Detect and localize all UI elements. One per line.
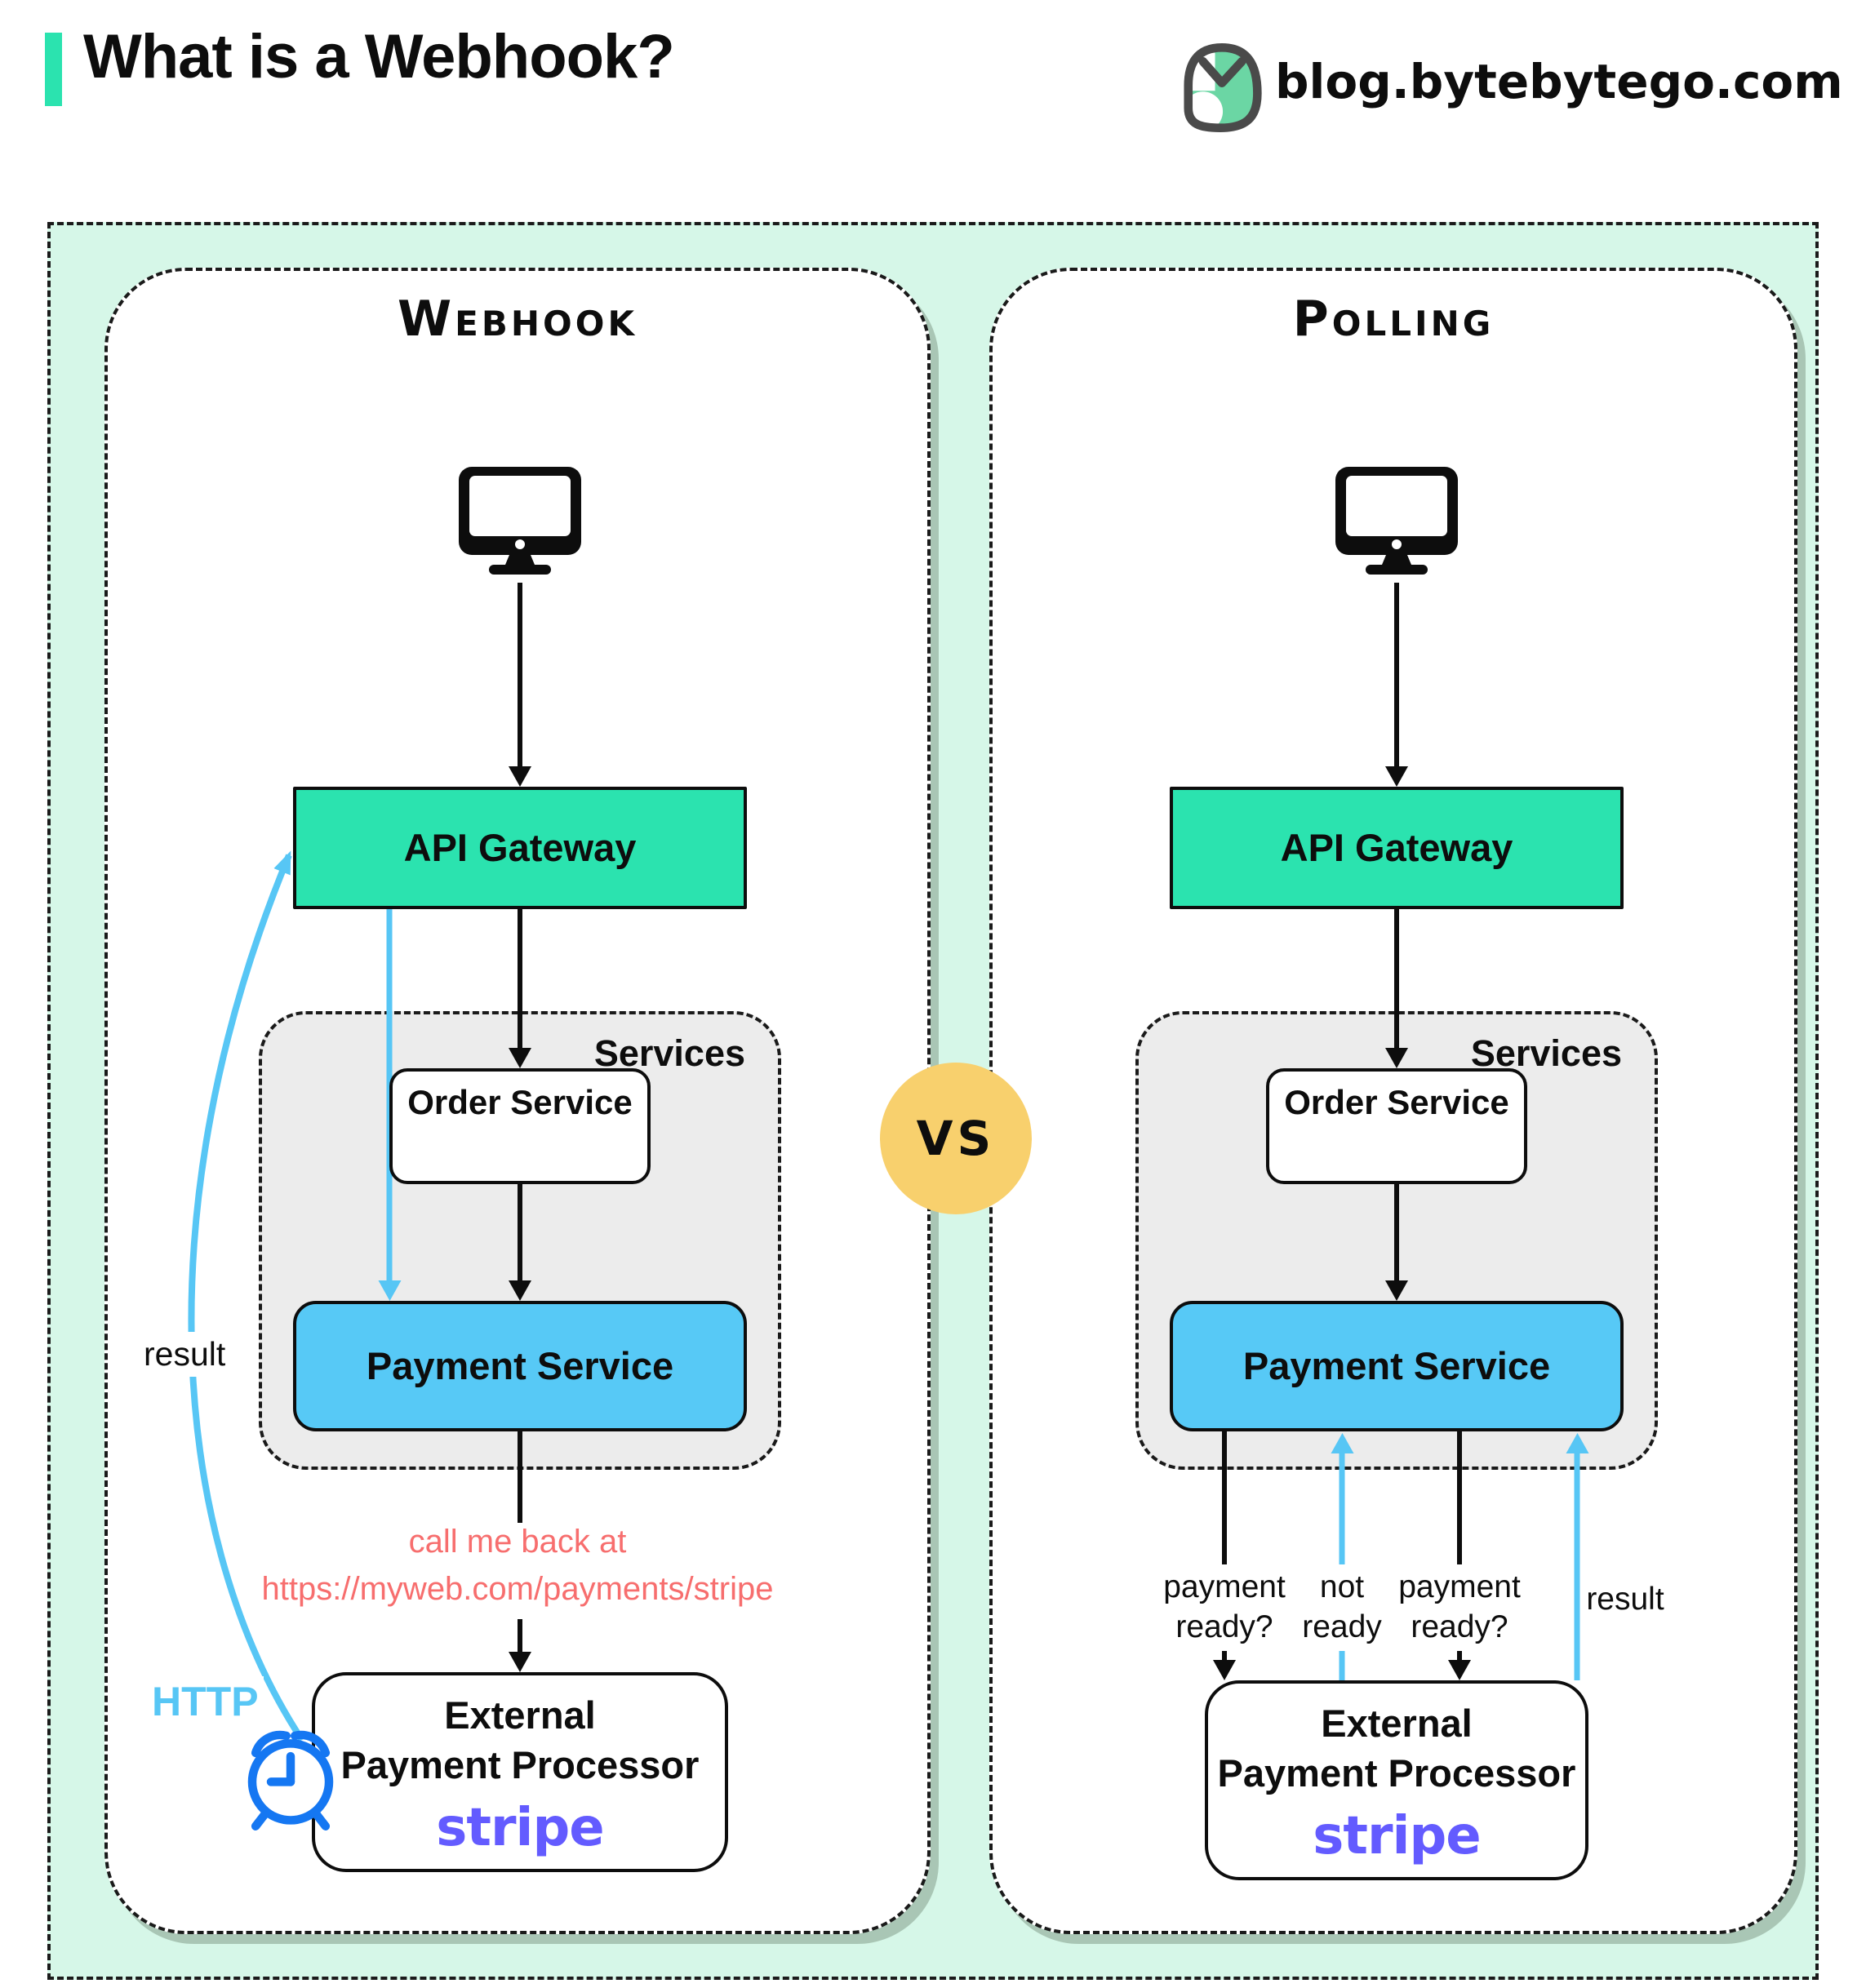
callback-note: call me back at https://myweb.com/paymen… [108,1518,927,1613]
alarm-clock-icon [234,1717,347,1835]
order-service-label: Order Service [407,1083,633,1121]
not-ready-line2: ready [1302,1609,1382,1644]
payment-service-label: Payment Service [1242,1344,1551,1387]
webhook-panel-title: Webhook [398,291,638,348]
arrow-client-to-gateway [1394,583,1399,768]
payment-service-label: Payment Service [366,1344,674,1387]
services-label: Services [1470,1032,1622,1074]
polling-panel-title: Polling [1292,291,1495,348]
webhook-panel: Webhook API Gateway Services Order Servi… [104,268,931,1934]
payment-ready-2-line1: payment [1398,1569,1521,1604]
arrow-gateway-to-order [1394,909,1399,1049]
not-ready-label: not ready [1297,1564,1387,1651]
stripe-logo-text: stripe [436,1798,604,1859]
order-service-label: Order Service [1284,1083,1509,1121]
arrow-gateway-to-order [518,909,522,1049]
title-accent-bar [45,33,62,106]
arrow-result [1574,1452,1580,1680]
services-label: Services [593,1032,745,1074]
callback-note-line2: https://myweb.com/payments/stripe [255,1571,780,1607]
external-processor-line1: External [1321,1702,1473,1745]
bytebytego-logo-icon [1177,42,1267,133]
webhook-api-gateway-box: API Gateway [293,787,747,909]
client-monitor-icon [459,467,581,580]
result-label: result [1581,1577,1669,1623]
not-ready-line1: not [1319,1569,1365,1604]
arrow-payment-to-external-upper [518,1431,522,1523]
owl-logo-icon [1183,43,1262,133]
polling-api-gateway-box: API Gateway [1170,787,1624,909]
external-processor-line2: Payment Processor [340,1743,700,1787]
payment-ready-label-1: payment ready? [1158,1564,1291,1651]
webhook-order-service-box: Order Service [389,1068,651,1184]
vs-badge: VS [880,1063,1032,1214]
arrow-client-to-gateway [518,583,522,768]
arrow-order-to-payment [518,1183,522,1282]
arrow-payment-ready-2 [1457,1431,1462,1662]
site-url: blog.bytebytego.com [1275,54,1843,109]
arrow-payment-to-external-lower [518,1619,522,1653]
external-processor-line1: External [444,1693,596,1737]
http-label: HTTP [147,1676,264,1727]
payment-ready-1-line1: payment [1163,1569,1286,1604]
stripe-logo-text: stripe [1313,1806,1481,1867]
page-title: What is a Webhook? [83,22,675,91]
webhook-payment-service-box: Payment Service [293,1301,747,1431]
webhook-result-label: result [132,1332,238,1377]
arrow-order-to-payment [1394,1183,1399,1282]
webhook-external-processor-box: External Payment Processor stripe [312,1672,728,1872]
polling-panel: Polling API Gateway Services Order Servi… [989,268,1797,1934]
payment-ready-2-line2: ready? [1411,1609,1508,1644]
polling-external-processor-box: External Payment Processor stripe [1205,1680,1588,1880]
polling-payment-service-box: Payment Service [1170,1301,1624,1431]
polling-order-service-box: Order Service [1266,1068,1527,1184]
callback-note-line1: call me back at [402,1524,633,1560]
arrow-payment-ready-1 [1222,1431,1227,1662]
external-processor-line2: Payment Processor [1217,1751,1576,1795]
client-monitor-icon [1335,467,1458,580]
payment-ready-label-2: payment ready? [1393,1564,1526,1651]
payment-ready-1-line2: ready? [1175,1609,1273,1644]
api-gateway-label: API Gateway [1280,826,1513,869]
api-gateway-label: API Gateway [403,826,637,869]
vs-label: VS [916,1111,996,1166]
